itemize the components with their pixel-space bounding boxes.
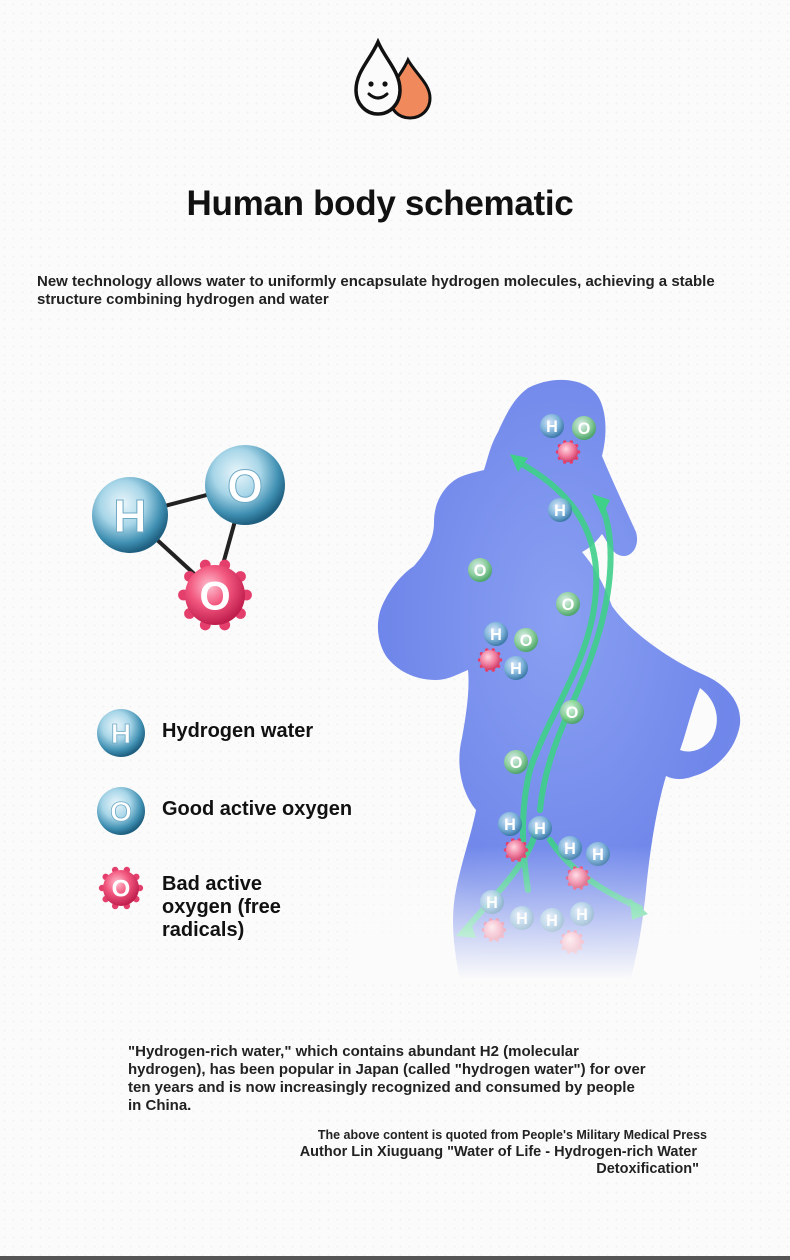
molecule-o-letter: O xyxy=(227,460,263,512)
source-line-1: The above content is quoted from People'… xyxy=(317,1128,707,1142)
page-title: Human body schematic xyxy=(186,184,574,223)
source-citation: The above content is quoted from People'… xyxy=(290,1127,707,1178)
source-line-2: Author Lin Xiuguang "Water of Life - Hyd… xyxy=(299,1144,697,1160)
svg-text:O: O xyxy=(110,796,132,827)
molecule-h-letter: H xyxy=(113,490,146,542)
legend-free-radical-sphere: O xyxy=(98,866,144,910)
molecule-hydrogen-atom: H xyxy=(92,477,168,553)
molecule-good-oxygen-atom: O xyxy=(205,445,285,525)
legend-label: Hydrogen water xyxy=(162,720,314,742)
svg-text:O: O xyxy=(112,876,131,903)
svg-text:O: O xyxy=(199,574,230,618)
source-line-3: Detoxification" xyxy=(596,1161,699,1177)
free-radical-sphere-icon: O xyxy=(98,866,144,910)
svg-text:H: H xyxy=(111,718,131,749)
legend-label: Good active oxygen xyxy=(162,798,353,820)
hydrogen-sphere-icon: H xyxy=(97,709,145,757)
legend-item-hydrogen-water: H Hydrogen water xyxy=(95,707,365,767)
molecule-bad-oxygen-sphere: O xyxy=(178,559,252,631)
molecule-bad-oxygen-atom: O xyxy=(178,559,252,631)
legend-label: Bad active oxygen (free radicals) xyxy=(162,873,281,941)
bottom-divider xyxy=(0,1256,790,1260)
intro-text: New technology allows water to uniformly… xyxy=(37,273,715,308)
good-oxygen-sphere-icon: O xyxy=(97,787,145,835)
molecule-diagram: H O O xyxy=(92,445,285,631)
water-drops-logo-icon xyxy=(354,38,432,120)
legend-item-bad-oxygen: O Bad active oxygen (free radicals) xyxy=(95,862,315,952)
quote-text: "Hydrogen-rich water," which contains ab… xyxy=(128,1043,646,1114)
human-body-figure: HHHHHHHHHHHHOOOOOO xyxy=(350,370,760,980)
legend-item-good-oxygen: O Good active oxygen xyxy=(95,785,365,845)
